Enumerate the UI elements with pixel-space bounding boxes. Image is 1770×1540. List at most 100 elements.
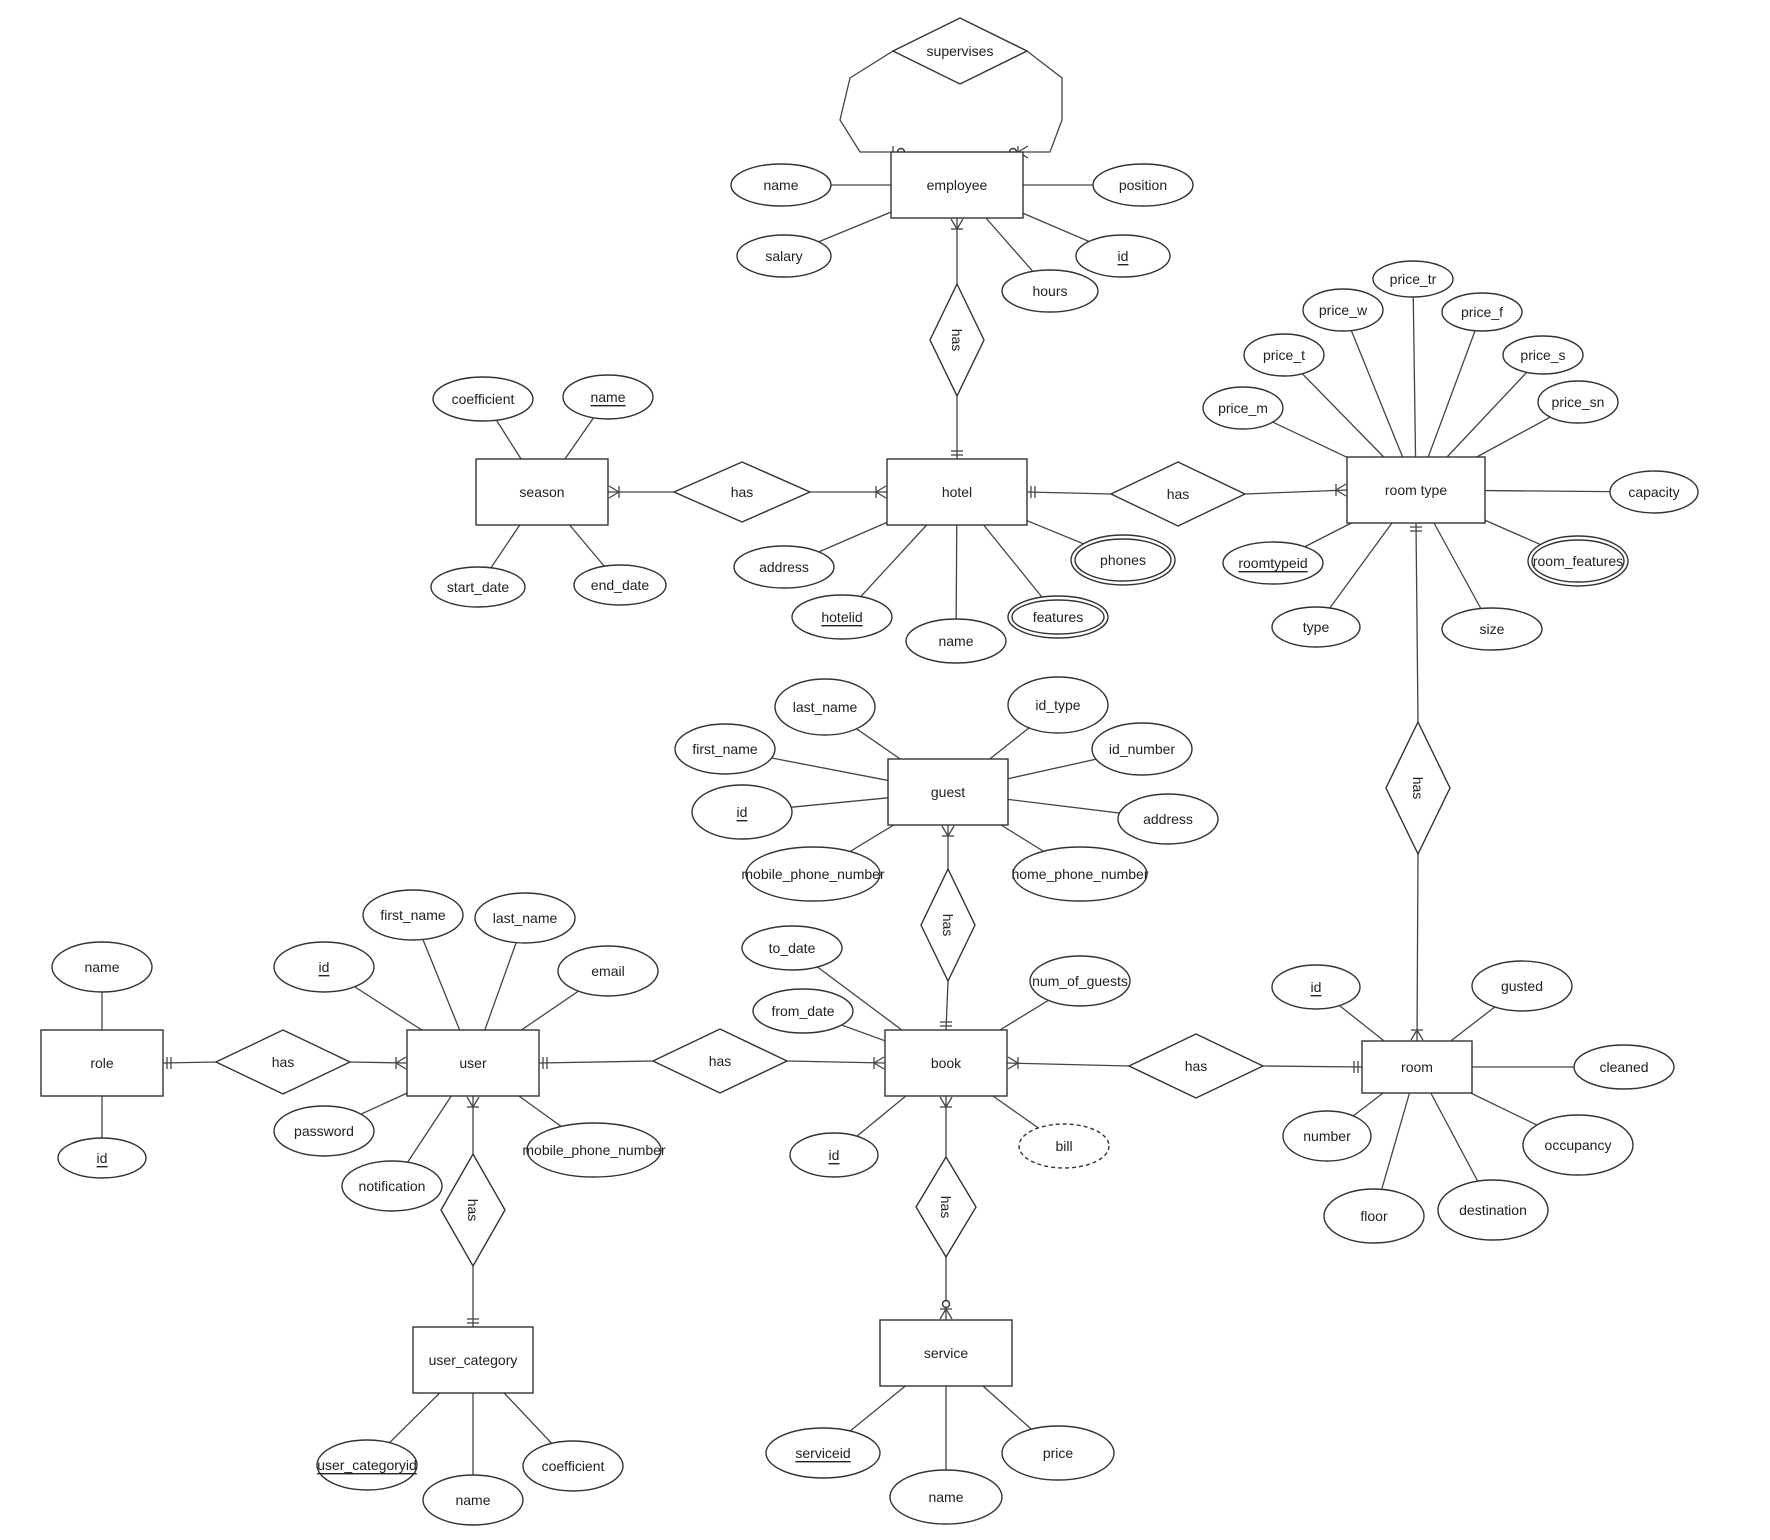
- attribute-ellipse: [1007, 676, 1109, 734]
- attribute-user-notification: notification: [341, 1160, 443, 1212]
- attribute-ellipse: [51, 941, 153, 993]
- attribute-room-type-room-features: room_features: [1527, 535, 1629, 587]
- cardinality-one: [951, 450, 963, 456]
- attribute-label: type: [1303, 619, 1330, 635]
- relationship-guest-book: has: [920, 867, 976, 983]
- entity-box: [887, 758, 1009, 826]
- attribute-label: price_f: [1461, 304, 1503, 320]
- attribute-label: end_date: [591, 577, 650, 593]
- attribute-ellipse: [1202, 386, 1284, 430]
- relationship-label: has: [949, 329, 965, 352]
- cardinality-one: [1030, 486, 1036, 498]
- cardinality-many: [395, 1056, 407, 1070]
- entity-season: season: [475, 458, 609, 526]
- attribute-service-price: price: [1001, 1425, 1115, 1481]
- attribute-label: id: [319, 959, 330, 975]
- attribute-ellipse: [1029, 955, 1131, 1007]
- relationship-diamond: [214, 1029, 352, 1095]
- entity-room: room: [1361, 1040, 1473, 1094]
- attribute-book-id: id: [789, 1132, 879, 1178]
- attribute-label: features: [1033, 609, 1084, 625]
- entity-label: season: [519, 484, 564, 500]
- entity-box: [884, 1029, 1008, 1097]
- attribute-label: price_m: [1218, 400, 1268, 416]
- attribute-label: floor: [1360, 1208, 1388, 1224]
- attribute-ellipse: [1502, 335, 1584, 375]
- attribute-user-password: password: [273, 1105, 375, 1157]
- entity-box: [886, 458, 1028, 526]
- attribute-ellipse: [765, 1427, 881, 1479]
- attribute-label: name: [590, 389, 625, 405]
- attribute-season-start-date: start_date: [430, 566, 526, 608]
- entity-employee: employee: [890, 151, 1024, 219]
- attribute-label: size: [1480, 621, 1505, 637]
- attribute-room-type-price-m: price_m: [1202, 386, 1284, 430]
- cardinality-one: [467, 1318, 479, 1324]
- attribute-ellipse: [1092, 163, 1194, 207]
- relationship-diamond: [440, 1152, 506, 1268]
- attribute-ellipse: [432, 376, 534, 422]
- relationship-line: [839, 50, 894, 153]
- attribute-label: position: [1119, 177, 1167, 193]
- entity-book: book: [884, 1029, 1008, 1097]
- relationship-diamond: [672, 461, 812, 523]
- attribute-label: coefficient: [452, 391, 515, 407]
- relationship-line: [945, 980, 949, 1031]
- attribute-book-to-date: to_date: [741, 925, 843, 971]
- attribute-user-first-name: first_name: [362, 889, 464, 941]
- entity-box: [1361, 1040, 1473, 1094]
- attribute-label: serviceid: [795, 1445, 850, 1461]
- attribute-label: price_tr: [1390, 271, 1437, 287]
- relationship-line: [162, 1061, 217, 1064]
- attribute-ellipse: [730, 163, 832, 207]
- cardinality-one: [940, 1021, 952, 1027]
- entity-box: [890, 151, 1024, 219]
- cardinality-many: [873, 1056, 885, 1070]
- relationship-diamond: [915, 1155, 977, 1259]
- relationship-diamond: [891, 17, 1029, 85]
- attribute-guest-address: address: [1117, 793, 1219, 845]
- relationship-label: has: [1167, 486, 1190, 502]
- relationship-label: has: [731, 484, 754, 500]
- attribute-label: to_date: [769, 940, 816, 956]
- attribute-room-floor: floor: [1323, 1188, 1425, 1244]
- attribute-guest-id-type: id_type: [1007, 676, 1109, 734]
- attribute-label: id_number: [1109, 741, 1175, 757]
- attribute-ellipse: [1437, 1179, 1549, 1241]
- attribute-ellipse: [733, 545, 835, 589]
- relationship-label: has: [1410, 777, 1426, 800]
- attribute-ellipse: [774, 678, 876, 736]
- attribute-label: mobile_phone_number: [522, 1142, 666, 1158]
- attribute-employee-name: name: [730, 163, 832, 207]
- attribute-label: salary: [765, 248, 802, 264]
- relationship-supervises: supervises: [891, 17, 1029, 85]
- multivalued-inner-ellipse: [1074, 538, 1172, 582]
- attribute-label: bill: [1055, 1138, 1072, 1154]
- entity-label: user: [459, 1055, 487, 1071]
- relationship-label: has: [709, 1053, 732, 1069]
- attribute-label: address: [759, 559, 809, 575]
- relationship-book-room: has: [1127, 1033, 1265, 1099]
- attribute-ellipse: [1018, 1123, 1110, 1169]
- relationship-line: [1023, 50, 1063, 153]
- entity-label: book: [931, 1055, 962, 1071]
- attribute-label: occupancy: [1545, 1137, 1612, 1153]
- attribute-label: id: [1311, 979, 1322, 995]
- attribute-guest-home-phone-number: home_phone_number: [1012, 846, 1149, 902]
- entity-label: room type: [1385, 482, 1447, 498]
- attribute-room-type-price-f: price_f: [1441, 292, 1523, 332]
- attribute-room-number: number: [1282, 1110, 1372, 1162]
- attribute-label: password: [294, 1123, 354, 1139]
- attribute-label: id: [829, 1147, 840, 1163]
- attribute-user-category-user-categoryid: user_categoryid: [316, 1439, 418, 1491]
- entity-role: role: [40, 1029, 164, 1097]
- attribute-label: address: [1143, 811, 1193, 827]
- attribute-room-type-roomtypeid: roomtypeid: [1222, 541, 1324, 585]
- attribute-line: [1342, 309, 1404, 458]
- cardinality-many: [466, 1096, 480, 1108]
- attribute-ellipse: [430, 566, 526, 608]
- attribute-ellipse: [1001, 269, 1099, 313]
- attribute-room-type-price-tr: price_tr: [1372, 260, 1454, 298]
- attribute-book-from-date: from_date: [752, 988, 854, 1034]
